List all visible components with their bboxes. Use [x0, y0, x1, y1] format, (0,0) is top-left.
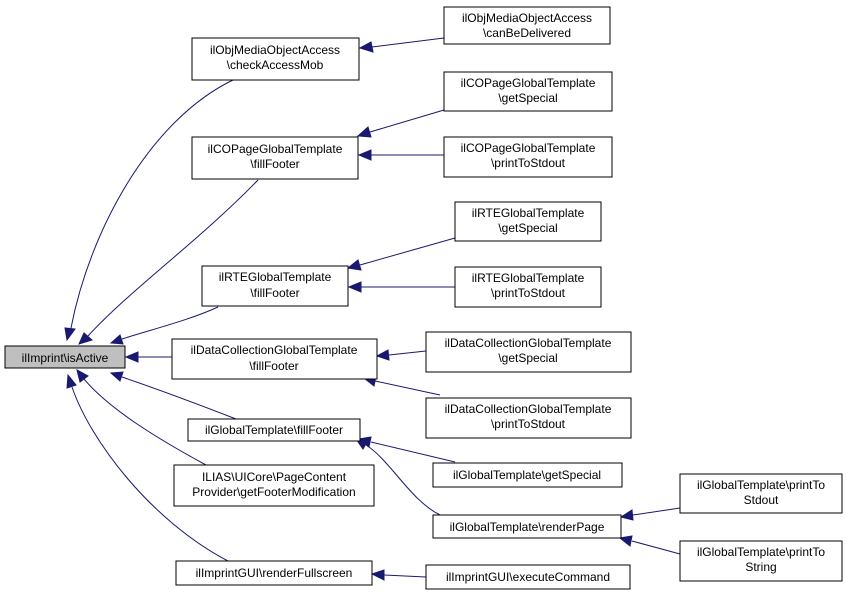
node-label-line2: \getSpecial: [498, 351, 557, 365]
edge-dcGetSpecial-to-dcFillFooter: [388, 350, 427, 356]
node-co-get-special[interactable]: ilCOPageGlobalTemplate \getSpecial: [443, 71, 613, 112]
node-label-line2: \printToStdout: [491, 156, 566, 170]
edge-canBeDelivered-to-checkAccessMob: [371, 37, 445, 48]
edge-arrow-rp-1: [619, 509, 634, 521]
node-gt-render-page[interactable]: ilGlobalTemplate\renderPage: [432, 514, 622, 539]
edge-checkAccessMob-to-root: [70, 79, 234, 329]
node-gt-fill-footer[interactable]: ilGlobalTemplate\fillFooter: [187, 418, 361, 442]
edge-coFillFooter-to-root: [87, 179, 259, 337]
node-label: ilGlobalTemplate\renderPage: [450, 520, 605, 534]
node-label-line2: \getSpecial: [498, 91, 557, 105]
edge-rteGetSpecial-to-rteFillFooter: [359, 237, 456, 266]
edge-gtFillFooter-to-root: [121, 376, 237, 420]
node-label-line2: \checkAccessMob: [227, 58, 324, 72]
node-label-line2: \printToStdout: [491, 417, 566, 431]
edge-arrow-rp-2: [618, 535, 633, 547]
node-execute-command[interactable]: ilImprintGUI\executeCommand: [425, 564, 631, 590]
edge-gtPrintToStdout-to-gtRenderPage: [632, 507, 681, 516]
edge-rteFillFooter-to-root: [121, 306, 219, 340]
edge-arrow-root-7: [66, 373, 77, 389]
edge-arrow-dc-1: [375, 349, 390, 361]
node-label-line1: ilCOPageGlobalTemplate: [208, 142, 343, 156]
node-rte-get-special[interactable]: ilRTEGlobalTemplate \getSpecial: [454, 201, 602, 242]
node-label-line2: \getSpecial: [498, 221, 557, 235]
edge-gtGetSpecial-to-gtFillFooter: [370, 441, 456, 463]
node-label-line1: ilDataCollectionGlobalTemplate: [191, 343, 358, 357]
node-dc-get-special[interactable]: ilDataCollectionGlobalTemplate \getSpeci…: [425, 331, 632, 373]
edge-arrow-root-3: [109, 334, 124, 345]
node-label-line2: Provider\getFooterModification: [192, 485, 355, 499]
edge-renderFullscreen-to-root: [71, 386, 229, 562]
edge-arrow-root-1: [64, 327, 76, 342]
edge-gtRenderPage-to-gtFillFooter: [365, 444, 441, 516]
node-label-line1: ilCOPageGlobalTemplate: [461, 141, 596, 155]
node-rte-fill-footer[interactable]: ilRTEGlobalTemplate \fillFooter: [201, 265, 349, 307]
node-gt-print-to-string[interactable]: ilGlobalTemplate\printTo String: [679, 540, 843, 582]
node-label-line2: \fillFooter: [250, 286, 299, 300]
node-label-line1: ilCOPageGlobalTemplate: [461, 76, 596, 90]
node-label-line2: \canBeDelivered: [483, 26, 571, 40]
node-label-line2: \printToStdout: [491, 286, 566, 300]
edge-arrow-root-4: [124, 351, 139, 363]
edge-arrow-root-6: [76, 369, 89, 383]
node-dc-fill-footer[interactable]: ilDataCollectionGlobalTemplate \fillFoot…: [171, 338, 378, 380]
node-label-line1: ilGlobalTemplate\printTo: [697, 478, 825, 492]
node-label-line1: ilObjMediaObjectAccess: [210, 43, 340, 57]
edges: [64, 37, 681, 581]
edge-arrow-rte-1: [346, 259, 362, 271]
node-label-line1: ilDataCollectionGlobalTemplate: [445, 336, 612, 350]
edge-gtPrintToString-to-gtRenderPage: [631, 540, 681, 555]
node-label: ilImprint\isActive: [22, 351, 109, 365]
node-label-line2: \fillFooter: [250, 157, 299, 171]
node-co-print-to-stdout[interactable]: ilCOPageGlobalTemplate \printToStdout: [443, 136, 613, 178]
node-label: ilImprintGUI\renderFullscreen: [196, 566, 353, 580]
node-label-line2: String: [745, 560, 776, 574]
edge-arrow-co-2: [357, 149, 372, 161]
node-render-fullscreen[interactable]: ilImprintGUI\renderFullscreen: [175, 560, 373, 586]
edge-arrow-cam: [358, 41, 374, 53]
node-root[interactable]: ilImprint\isActive: [4, 345, 126, 369]
node-dc-print-to-stdout[interactable]: ilDataCollectionGlobalTemplate \printToS…: [425, 397, 632, 439]
node-ui-core-footer-modification[interactable]: ILIAS\UICore\PageContent Provider\getFoo…: [173, 464, 375, 507]
node-label: ilGlobalTemplate\fillFooter: [205, 423, 343, 437]
node-gt-get-special[interactable]: ilGlobalTemplate\getSpecial: [432, 462, 623, 488]
edge-uiCore-to-root: [83, 378, 207, 466]
edge-arrow-co-1: [356, 126, 372, 138]
node-label-line1: ilRTEGlobalTemplate: [472, 206, 585, 220]
node-label-line1: ilRTEGlobalTemplate: [219, 270, 332, 284]
node-label: ilGlobalTemplate\getSpecial: [453, 468, 601, 482]
node-label-line1: ILIAS\UICore\PageContent: [202, 470, 347, 484]
edge-arrow-rte-2: [347, 281, 362, 293]
node-co-fill-footer[interactable]: ilCOPageGlobalTemplate \fillFooter: [191, 136, 359, 180]
node-label-line2: \fillFooter: [249, 359, 298, 373]
edge-coGetSpecial-to-coFillFooter: [369, 109, 445, 133]
edge-arrow-root-5: [109, 371, 124, 382]
node-label-line1: ilGlobalTemplate\printTo: [697, 545, 825, 559]
node-label-line2: Stdout: [744, 493, 779, 507]
edge-dcPrintToStdout-to-dcFillFooter: [374, 380, 441, 396]
node-label-line1: ilRTEGlobalTemplate: [472, 271, 585, 285]
node-check-access-mob[interactable]: ilObjMediaObjectAccess \checkAccessMob: [191, 37, 360, 81]
edge-arrow-rf: [370, 569, 385, 581]
node-label-line1: ilObjMediaObjectAccess: [462, 11, 592, 25]
node-can-be-delivered[interactable]: ilObjMediaObjectAccess \canBeDelivered: [443, 6, 611, 45]
node-label-line1: ilDataCollectionGlobalTemplate: [445, 402, 612, 416]
node-gt-print-to-stdout[interactable]: ilGlobalTemplate\printTo Stdout: [679, 473, 843, 514]
node-rte-print-to-stdout[interactable]: ilRTEGlobalTemplate \printToStdout: [454, 266, 602, 308]
node-label: ilImprintGUI\executeCommand: [446, 570, 610, 584]
edge-arrow-root-2: [78, 332, 94, 345]
edge-executeCommand-to-renderFullscreen: [383, 574, 427, 578]
